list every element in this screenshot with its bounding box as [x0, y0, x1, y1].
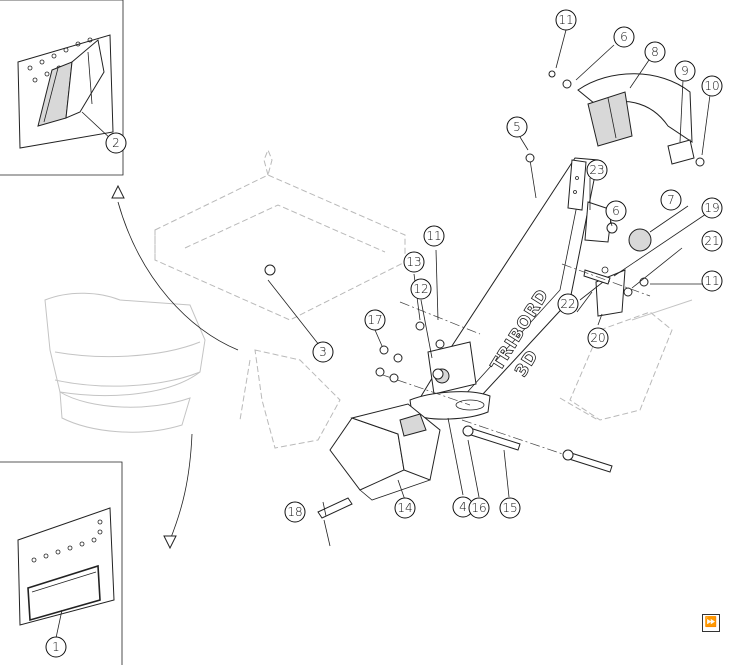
- svg-text:4: 4: [459, 500, 467, 514]
- svg-text:2: 2: [112, 136, 120, 150]
- svg-text:21: 21: [704, 234, 719, 248]
- top-cover-assembly: [525, 70, 705, 199]
- svg-text:11: 11: [426, 229, 441, 243]
- svg-text:11: 11: [558, 13, 573, 27]
- svg-text:9: 9: [681, 64, 689, 78]
- callout-2: 2: [105, 132, 127, 154]
- next-page-button[interactable]: ⏩: [702, 614, 720, 632]
- phantom-assembly: [44, 148, 693, 449]
- svg-text:20: 20: [590, 331, 605, 345]
- svg-text:14: 14: [397, 501, 412, 515]
- callout-22: 22: [557, 293, 579, 315]
- callout-6b: 6: [605, 200, 627, 222]
- svg-text:6: 6: [612, 204, 620, 218]
- svg-text:15: 15: [502, 501, 517, 515]
- svg-text:10: 10: [704, 79, 719, 93]
- svg-text:6: 6: [620, 30, 628, 44]
- svg-text:19: 19: [704, 201, 719, 215]
- callout-5: 5: [506, 116, 528, 138]
- swing-arrows: [111, 184, 239, 550]
- svg-text:13: 13: [406, 255, 421, 269]
- callout-10: 10: [701, 75, 723, 97]
- svg-text:22: 22: [560, 297, 575, 311]
- main-arm-assembly: TRIBORD 3D: [409, 157, 652, 420]
- svg-text:3: 3: [319, 345, 327, 359]
- leader-lines: [55, 29, 711, 639]
- callouts: 11 6 8 9 10 5 23 6 7 19 11 13 21 11 12 2…: [45, 9, 723, 658]
- callout-21: 21: [701, 230, 723, 252]
- callout-11c: 11: [701, 270, 723, 292]
- callout-12: 12: [410, 278, 432, 300]
- callout-15: 15: [499, 497, 521, 519]
- callout-11a: 11: [555, 9, 577, 31]
- inset-detail-2: [0, 0, 124, 176]
- hardware: [264, 263, 651, 473]
- callout-11b: 11: [423, 225, 445, 247]
- svg-text:16: 16: [471, 501, 486, 515]
- guard-plate: [317, 403, 441, 547]
- fast-forward-icon: ⏩: [704, 617, 718, 628]
- callout-19: 19: [701, 197, 723, 219]
- callout-16: 16: [468, 497, 490, 519]
- callout-14: 14: [394, 497, 416, 519]
- callout-3: 3: [312, 341, 334, 363]
- svg-text:23: 23: [589, 163, 604, 177]
- callout-9: 9: [674, 60, 696, 82]
- svg-text:11: 11: [704, 274, 719, 288]
- svg-text:18: 18: [287, 505, 302, 519]
- callout-18: 18: [284, 501, 306, 523]
- inset-detail-1: [0, 461, 123, 665]
- callout-7: 7: [660, 189, 682, 211]
- svg-text:7: 7: [667, 193, 675, 207]
- svg-text:5: 5: [513, 120, 521, 134]
- svg-text:1: 1: [52, 640, 60, 654]
- callout-1: 1: [45, 636, 67, 658]
- callout-23: 23: [586, 159, 608, 181]
- callout-8: 8: [644, 41, 666, 63]
- svg-text:8: 8: [651, 45, 659, 59]
- svg-text:17: 17: [367, 313, 382, 327]
- callout-17: 17: [364, 309, 386, 331]
- callout-13: 13: [403, 251, 425, 273]
- svg-text:12: 12: [413, 282, 428, 296]
- callout-20: 20: [587, 327, 609, 349]
- callout-6a: 6: [613, 26, 635, 48]
